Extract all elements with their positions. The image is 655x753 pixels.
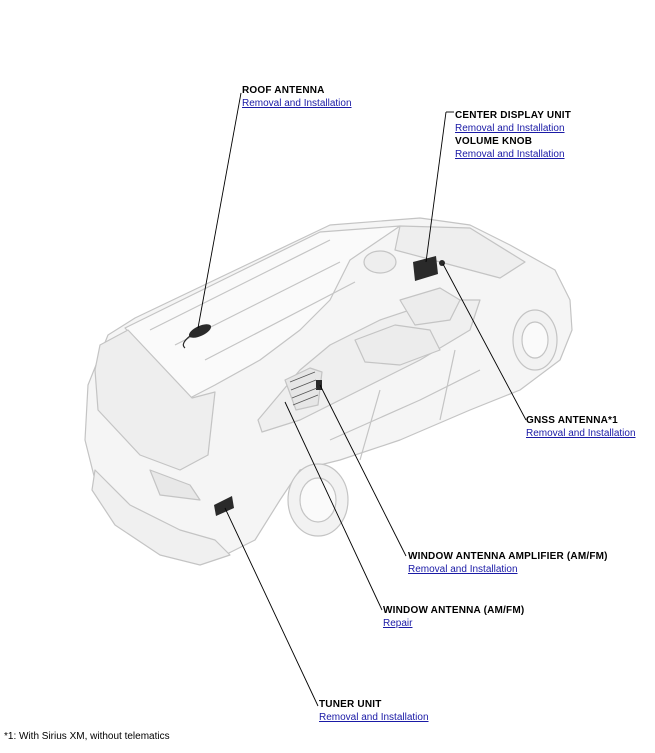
window-antenna-marker — [289, 371, 319, 406]
component-markers — [182, 256, 445, 516]
windshield — [394, 225, 526, 279]
interior-console — [399, 287, 461, 326]
roof-antenna-cable — [182, 335, 191, 349]
leader-gnss-antenna — [442, 263, 527, 421]
rear-wheel-hub — [299, 477, 337, 523]
interior-seats — [354, 324, 441, 366]
rear-window — [94, 329, 216, 471]
footnote: *1: With Sirius XM, without telematics — [4, 731, 170, 742]
window-antenna-title: WINDOW ANTENNA (AM/FM) — [383, 605, 525, 616]
roof-antenna-title: ROOF ANTENNA — [242, 85, 325, 96]
vehicle-roof — [124, 225, 401, 399]
callout-center-display-unit: CENTER DISPLAY UNIT Removal and Installa… — [455, 109, 571, 135]
rear-bumper — [91, 469, 231, 566]
vehicle-illustration — [84, 217, 573, 566]
leader-lines — [197, 92, 527, 707]
center-display-unit-title: CENTER DISPLAY UNIT — [455, 110, 572, 121]
tuner-unit-marker — [214, 496, 234, 516]
window-antenna-amplifier-title: WINDOW ANTENNA AMPLIFIER (AM/FM) — [408, 551, 608, 562]
tail-light — [149, 469, 201, 501]
roof-antenna-link[interactable]: Removal and Installation — [242, 98, 352, 109]
gnss-antenna-marker — [439, 260, 445, 266]
window-antenna-link[interactable]: Repair — [383, 618, 413, 629]
callout-window-antenna: WINDOW ANTENNA (AM/FM) Repair — [383, 604, 524, 630]
callout-tuner-unit: TUNER UNIT Removal and Installation — [319, 698, 429, 724]
front-wheel-hub — [521, 321, 549, 359]
gnss-antenna-title: GNSS ANTENNA*1 — [526, 415, 618, 426]
callout-gnss-antenna: GNSS ANTENNA*1 Removal and Installation — [526, 414, 636, 440]
volume-knob-title: VOLUME KNOB — [455, 136, 533, 147]
center-display-marker — [413, 256, 438, 281]
center-display-unit-link[interactable]: Removal and Installation — [455, 123, 565, 134]
roof-antenna-marker — [188, 324, 212, 338]
tuner-unit-title: TUNER UNIT — [319, 699, 382, 710]
leader-window-antenna-amplifier — [319, 384, 407, 557]
gnss-antenna-link[interactable]: Removal and Installation — [526, 428, 636, 439]
door-lines — [329, 349, 481, 461]
window-antenna-amplifier-link[interactable]: Removal and Installation — [408, 564, 518, 575]
callout-window-antenna-amplifier: WINDOW ANTENNA AMPLIFIER (AM/FM) Removal… — [408, 550, 608, 576]
leader-center-display-2 — [425, 111, 447, 263]
steering-wheel — [363, 250, 397, 274]
window-antenna-amplifier-marker — [316, 380, 322, 390]
callout-roof-antenna: ROOF ANTENNA Removal and Installation — [242, 84, 352, 110]
volume-knob-link[interactable]: Removal and Installation — [455, 149, 565, 160]
leader-window-antenna — [284, 401, 383, 611]
tuner-unit-link[interactable]: Removal and Installation — [319, 712, 429, 723]
callout-volume-knob: VOLUME KNOB Removal and Installation — [455, 135, 565, 161]
leader-roof-antenna — [197, 92, 242, 329]
leader-tuner-unit — [224, 507, 319, 707]
